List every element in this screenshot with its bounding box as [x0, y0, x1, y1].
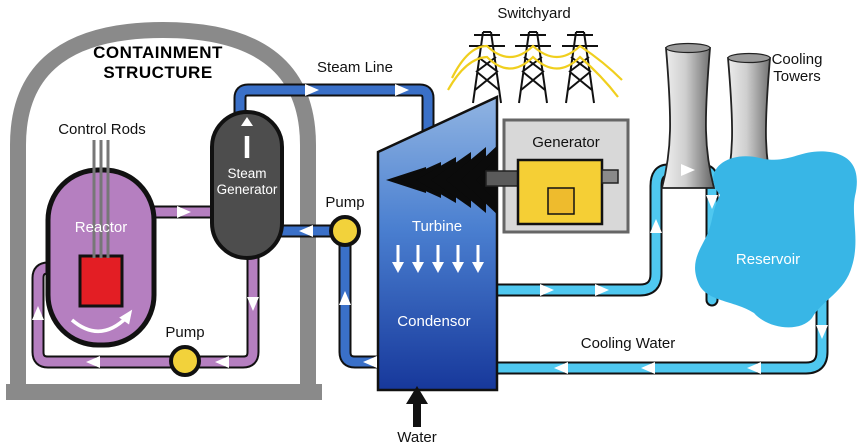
- reservoir-label: Reservoir: [736, 251, 800, 268]
- transmission-tower-icon: [469, 31, 598, 104]
- containment-title-line1: CONTAINMENT: [93, 43, 223, 62]
- steam-line-label: Steam Line: [317, 59, 393, 76]
- circulation-arrowhead-icon: [119, 309, 133, 325]
- reservoir: Reservoir: [695, 151, 857, 328]
- condenser-label: Condensor: [397, 313, 470, 330]
- generator-detail: [547, 187, 575, 215]
- containment-title-line2: STRUCTURE: [103, 63, 212, 82]
- turbine-building: Turbine Condensor: [376, 95, 499, 392]
- switchyard-label: Switchyard: [497, 5, 570, 22]
- pump-top-label: Pump: [325, 194, 364, 211]
- cooling-towers-label-line2: Towers: [773, 68, 821, 85]
- generator-machine: [485, 158, 619, 226]
- turbine-label: Turbine: [412, 218, 462, 235]
- reactor-label: Reactor: [75, 219, 128, 236]
- generator-stub: [601, 169, 619, 184]
- pump-icon: [169, 345, 201, 377]
- feedwater-pipe: [271, 224, 397, 369]
- control-rods-icon: [92, 140, 110, 258]
- cooling-towers-label-line1: Cooling: [772, 51, 823, 68]
- pumps: Pump Pump: [165, 194, 365, 377]
- flow-arrows-icon: [32, 84, 828, 374]
- cooling-water-label: Cooling Water: [581, 335, 675, 352]
- steam-generator: Steam Generator: [210, 110, 284, 260]
- pump-icon: [329, 215, 361, 247]
- cooling-water-return-pipe: [483, 288, 829, 375]
- steam-generator-vessel: [210, 110, 284, 260]
- reactor-core: [78, 254, 124, 308]
- steam-down-arrows-icon: [392, 245, 484, 273]
- switchyard: Switchyard: [447, 5, 623, 104]
- steam-generator-label-line2: Generator: [217, 182, 278, 197]
- reservoir-water: [695, 151, 857, 328]
- water-label: Water: [397, 429, 436, 445]
- water-arrowhead-icon: [406, 386, 428, 404]
- pump-bottom-label: Pump: [165, 324, 204, 341]
- cooling-tower-rim: [727, 52, 771, 64]
- water-inlet: Water: [397, 386, 437, 445]
- power-lines-icon: [447, 44, 623, 98]
- steam-line-pipe: Steam Line: [233, 59, 435, 147]
- circulation-arrow-icon: [70, 315, 129, 334]
- generator-label: Generator: [532, 134, 600, 151]
- up-arrowhead-icon: [241, 117, 253, 126]
- turbine-hall: [376, 95, 499, 392]
- steam-generator-label-line1: Steam: [227, 166, 266, 181]
- cooling-tower-rim: [665, 42, 711, 54]
- control-rods-label: Control Rods: [58, 121, 146, 138]
- reactor: Reactor Control Rods: [45, 121, 157, 348]
